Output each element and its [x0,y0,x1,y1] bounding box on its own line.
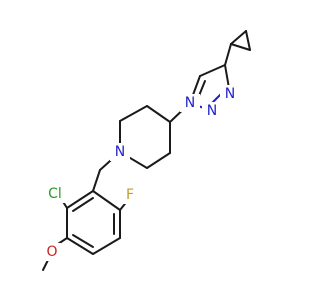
structure-diagram: N N N N F Cl O [42,30,251,271]
label-background [122,186,138,204]
bond [66,237,94,255]
bond [66,190,94,209]
label-background [180,94,200,112]
label-background [44,185,66,203]
label-background [202,102,222,120]
chlorine-label: Cl [48,186,62,202]
bond [92,169,101,192]
bond [72,197,94,212]
bond [119,105,148,122]
label-background [110,143,130,161]
label-background [220,85,240,103]
bond [92,237,121,255]
bond [92,190,121,211]
bond [199,64,226,77]
bond [72,234,94,248]
fluorine-label: F [126,187,134,203]
cyclopropyl-ring [224,30,251,66]
oxygen-label: O [46,244,57,260]
bond [230,43,251,51]
bond [146,152,171,169]
bond [146,105,171,123]
label-background [43,243,61,261]
bond [42,259,49,271]
piperidine-nitrogen-label: N [115,144,125,160]
triazole-n3-label: N [225,86,235,102]
atom-labels: N N N N F Cl O [43,85,240,261]
benzene-ring [66,190,121,255]
bond [245,30,251,51]
bond [224,43,232,66]
molecule-canvas: N N N N F Cl O [42,30,251,271]
triazole-n2-label: N [207,103,217,119]
triazole-n1-label: N [185,95,195,111]
bond [230,30,247,45]
